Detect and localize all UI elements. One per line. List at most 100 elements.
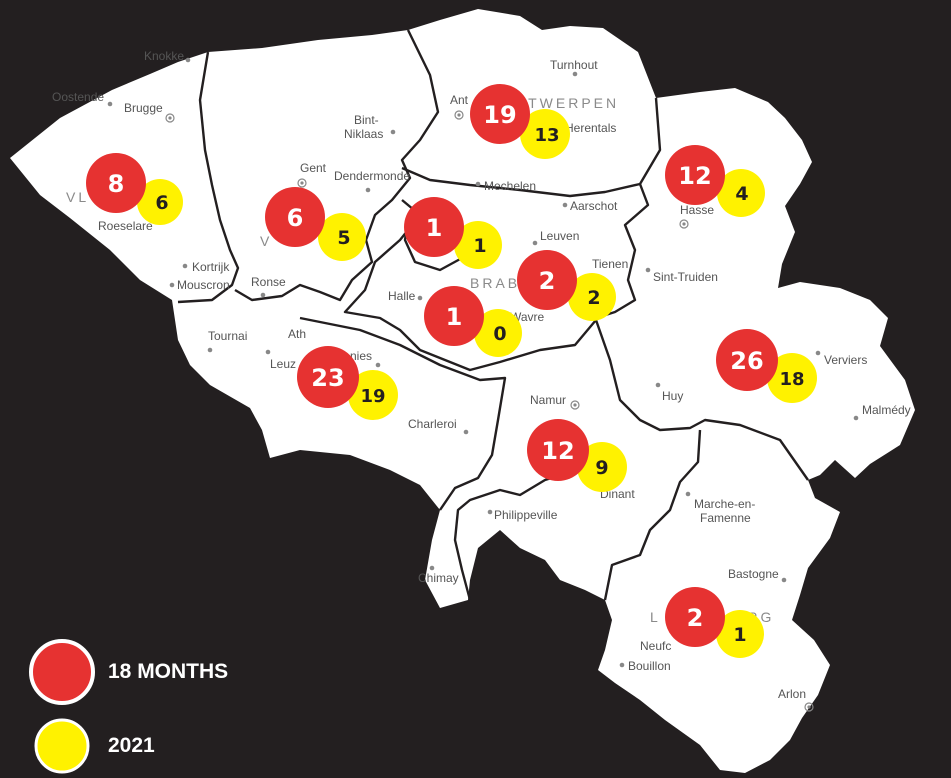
marker-2021-value: 13 xyxy=(534,125,559,146)
city-label: Aarschot xyxy=(570,199,618,213)
marker-2021-circle xyxy=(137,179,183,225)
border-namur-liege xyxy=(594,319,809,481)
marker-18months-circle xyxy=(424,286,484,346)
marker-antwerp[interactable]: 13 19 xyxy=(470,84,570,159)
city-label: Famenne xyxy=(700,511,751,525)
marker-2021-circle xyxy=(348,370,398,420)
legend-swatch-18-months xyxy=(29,639,95,705)
city-label: Knokke xyxy=(144,49,184,63)
province-label: VL xyxy=(66,189,89,205)
marker-2021-circle xyxy=(454,221,502,269)
marker-18months-circle xyxy=(265,187,325,247)
marker-18months-value: 6 xyxy=(287,204,304,232)
marker-18months-circle xyxy=(404,197,464,257)
city-label: Roeselare xyxy=(98,219,153,233)
province-label: L xyxy=(650,609,661,625)
marker-18months-value: 1 xyxy=(446,303,463,331)
city-label: nies xyxy=(350,349,372,363)
city-label: Ath xyxy=(288,327,306,341)
city-label: Ronse xyxy=(251,275,286,289)
marker-layer: 6 8 5 6 13 19 4 12 1 1 xyxy=(86,84,817,658)
city-label: Oostende xyxy=(52,90,104,104)
marker-east-flanders[interactable]: 5 6 xyxy=(265,187,366,261)
city-label: Mouscron xyxy=(177,278,230,292)
marker-18months-circle xyxy=(470,84,530,144)
legend xyxy=(29,639,95,774)
city-label: Halle xyxy=(388,289,416,303)
marker-liege[interactable]: 18 26 xyxy=(716,329,817,403)
marker-limburg[interactable]: 4 12 xyxy=(665,145,765,217)
border-antwerp xyxy=(401,97,662,198)
city-label: Philippeville xyxy=(494,508,558,522)
city-label: Leuven xyxy=(540,229,579,243)
city-label: Sint-Truiden xyxy=(653,270,718,284)
city-label: Brugge xyxy=(124,101,163,115)
marker-hainaut[interactable]: 19 23 xyxy=(297,346,398,420)
city-label: Niklaas xyxy=(344,127,383,141)
border-namur-lux xyxy=(603,429,702,601)
marker-2021-value: 4 xyxy=(735,183,748,205)
city-label: Charleroi xyxy=(408,417,457,431)
city-label: Ant xyxy=(450,93,469,107)
marker-18months-circle xyxy=(86,153,146,213)
marker-2021-circle xyxy=(318,213,366,261)
city-label: Herentals xyxy=(565,121,616,135)
city-label: Kortrijk xyxy=(192,260,230,274)
city-label: Namur xyxy=(530,393,566,407)
marker-2021-value: 1 xyxy=(733,624,746,646)
marker-2021-circle xyxy=(520,109,570,159)
city-label: Verviers xyxy=(824,353,867,367)
province-label: V xyxy=(260,233,272,249)
city-label: Neufc xyxy=(640,639,671,653)
city-label: Bastogne xyxy=(728,567,779,581)
marker-18months-value: 8 xyxy=(108,170,125,198)
city-dots xyxy=(107,57,859,712)
marker-2021-circle xyxy=(717,169,765,217)
marker-namur[interactable]: 9 12 xyxy=(527,419,627,492)
marker-18months-value: 1 xyxy=(426,214,443,242)
marker-2021-value: 0 xyxy=(493,323,506,345)
marker-18months-value: 2 xyxy=(687,604,704,632)
marker-18months-circle xyxy=(665,587,725,647)
marker-18months-value: 12 xyxy=(541,437,574,465)
city-label: Wavre xyxy=(510,310,545,324)
legend-label-18-months: 18 MONTHS xyxy=(108,660,229,683)
city-label: Hasse xyxy=(680,203,714,217)
marker-18months-value: 12 xyxy=(678,162,711,190)
marker-2021-value: 18 xyxy=(779,369,804,390)
city-label: Tienen xyxy=(592,257,628,271)
border-hainaut-namur-south xyxy=(453,468,579,601)
marker-18months-value: 2 xyxy=(539,267,556,295)
marker-18months-value: 23 xyxy=(311,364,344,392)
marker-flemish-brabant[interactable]: 2 2 xyxy=(517,250,616,321)
marker-brussels[interactable]: 1 1 xyxy=(404,197,502,269)
legend-label-2021: 2021 xyxy=(108,734,155,757)
marker-18months-value: 19 xyxy=(483,101,516,129)
border-limburg xyxy=(595,183,650,320)
marker-west-flanders[interactable]: 6 8 xyxy=(86,153,183,225)
city-label: Leuz xyxy=(270,357,296,371)
city-label: Arlon xyxy=(778,687,806,701)
border-east-flanders xyxy=(234,29,440,302)
city-label: Tournai xyxy=(208,329,247,343)
city-label: Mechelen xyxy=(484,179,536,193)
city-label: Malmédy xyxy=(862,403,911,417)
city-label: Bint- xyxy=(354,113,379,127)
province-label: NTWERPEN xyxy=(515,95,619,111)
city-label: Gent xyxy=(300,161,327,175)
city-label: Bouillon xyxy=(628,659,671,673)
marker-18months-value: 26 xyxy=(730,347,763,375)
marker-2021-circle xyxy=(568,273,616,321)
border-flemish-brabant xyxy=(343,199,597,372)
marker-2021-value: 2 xyxy=(587,287,600,309)
marker-2021-value: 6 xyxy=(155,192,168,214)
marker-2021-value: 1 xyxy=(473,235,486,257)
marker-2021-circle xyxy=(474,309,522,357)
marker-18months-circle xyxy=(716,329,778,391)
marker-walloon-brabant[interactable]: 0 1 xyxy=(424,286,522,357)
marker-18months-circle xyxy=(517,250,577,310)
border-west-flanders xyxy=(177,51,240,304)
marker-luxembourg[interactable]: 1 2 xyxy=(665,587,764,658)
